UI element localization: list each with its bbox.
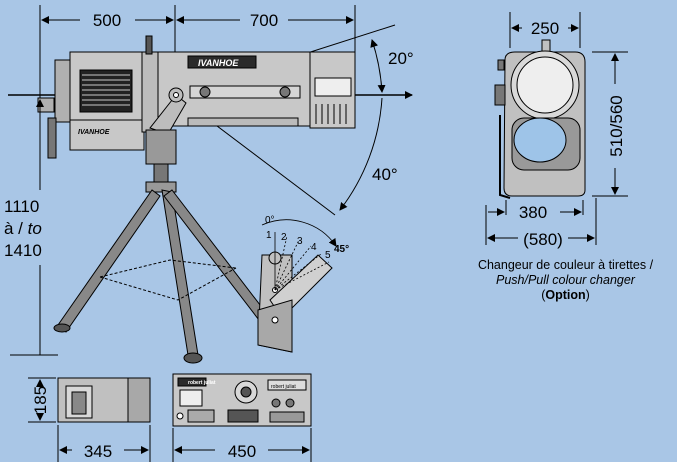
ballast-height-label: 185 — [31, 386, 50, 414]
caption-line-2: Push/Pull colour changer — [496, 273, 635, 287]
luminaire: IVANHOE IVANHOE — [37, 35, 356, 159]
caption-option: (Option) — [541, 288, 590, 302]
lamp-logo: IVANHOE — [198, 58, 239, 68]
ballast-side — [57, 377, 151, 423]
ballast-width-label: 345 — [84, 442, 112, 461]
caption-line-1: Changeur de couleur à tirettes / — [477, 258, 654, 272]
color-changer-caption: Changeur de couleur à tirettes / Push/Pu… — [454, 258, 677, 303]
shutter-max-label: 45° — [334, 244, 349, 255]
length-front-label: 700 — [250, 11, 278, 30]
front-width-label: 250 — [531, 19, 559, 38]
ballast-side-dims — [28, 377, 151, 462]
height-dimension — [10, 99, 58, 356]
front-dimensions — [485, 12, 628, 245]
tilt-up-label: 20° — [388, 49, 414, 68]
length-rear-label: 500 — [93, 11, 121, 30]
shutter-detail — [257, 219, 337, 353]
lamp-logo-small: IVANHOE — [78, 129, 110, 136]
ballast-panel — [172, 373, 312, 427]
panel-logo: robert juliat — [271, 384, 296, 390]
front-height-label: 510/560 — [607, 95, 626, 156]
shutter-pos-3: 3 — [297, 236, 303, 247]
shutter-pos-2: 2 — [281, 232, 287, 243]
height-max-label: 1410 — [4, 241, 42, 260]
ballast-length-label: 450 — [228, 442, 256, 461]
shutter-pos-4: 4 — [311, 242, 317, 253]
tilt-down-label: 40° — [372, 165, 398, 184]
shutter-pos-5: 5 — [325, 250, 331, 261]
length-dimension — [39, 5, 356, 100]
shutter-zero-label: 0° — [265, 215, 275, 226]
option-width-label: (580) — [523, 230, 563, 249]
base-width-label: 380 — [519, 203, 547, 222]
ballast-panel-dims — [172, 428, 312, 462]
shutter-pos-1: 1 — [266, 230, 272, 241]
front-view — [494, 39, 586, 199]
ballast-logo: robert juliat — [188, 380, 216, 386]
height-separator: à / to — [4, 219, 42, 238]
height-min-label: 1110 — [4, 197, 39, 216]
